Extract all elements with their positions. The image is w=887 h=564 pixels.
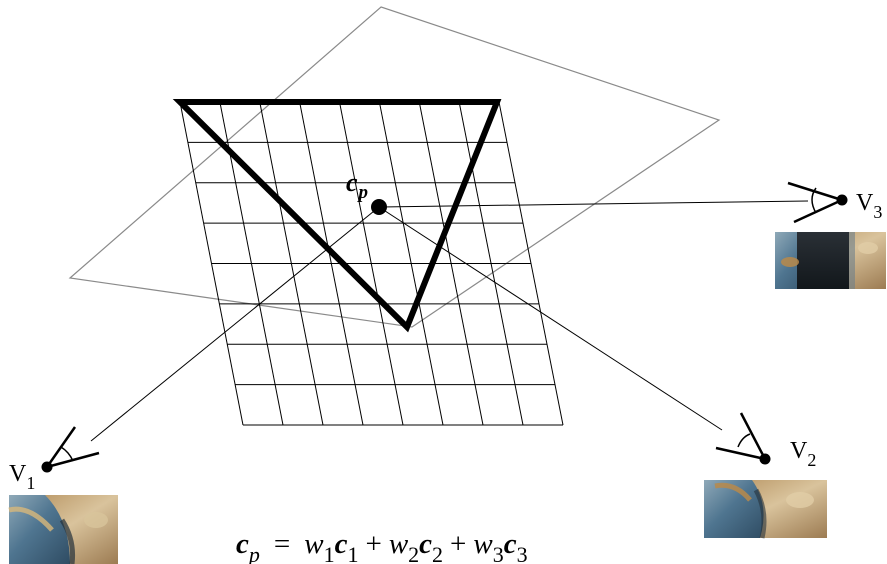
camera-v2-image xyxy=(704,480,827,539)
camera-v1-image xyxy=(8,495,118,564)
eq-term-2-weight: w xyxy=(389,528,409,560)
camera-v2-label: V2 xyxy=(790,438,816,470)
camera-v3-label: V3 xyxy=(856,190,882,222)
eq-term-3-weight: w xyxy=(473,528,493,560)
eq-equals: = xyxy=(274,528,290,560)
camera-v1: V1 xyxy=(9,426,100,493)
eq-plus-1: + xyxy=(365,528,381,560)
eq-term-1-weight: w xyxy=(304,528,324,560)
camera-v1-center xyxy=(41,461,53,473)
ray-to-v1 xyxy=(90,206,380,442)
background-plane-outline xyxy=(68,6,721,328)
eye-angle-arc xyxy=(737,433,751,448)
camera-v3-center xyxy=(836,194,848,206)
eye-icon xyxy=(715,412,768,461)
ray-to-v3 xyxy=(378,200,809,208)
viewing-rays xyxy=(90,200,809,442)
projected-triangle xyxy=(172,99,502,333)
blending-equation: cp=w1c1+w2c2+w3c3 xyxy=(236,528,528,564)
sampling-grid xyxy=(179,101,564,426)
eq-lhs: c xyxy=(236,528,249,560)
camera-v3: V3 xyxy=(787,181,882,224)
eye-angle-arc xyxy=(811,187,817,214)
camera-v3-image xyxy=(775,232,886,289)
point-cp-subscript: p xyxy=(357,182,369,203)
camera-v2: V2 xyxy=(715,412,816,470)
camera-v1-label: V1 xyxy=(9,461,35,493)
ray-to-v2 xyxy=(378,206,723,431)
eye-angle-arc xyxy=(60,446,74,462)
point-cp xyxy=(371,199,387,215)
point-cp-label: cp xyxy=(346,168,368,203)
camera-v2-center xyxy=(759,453,771,465)
eq-plus-2: + xyxy=(450,528,466,560)
